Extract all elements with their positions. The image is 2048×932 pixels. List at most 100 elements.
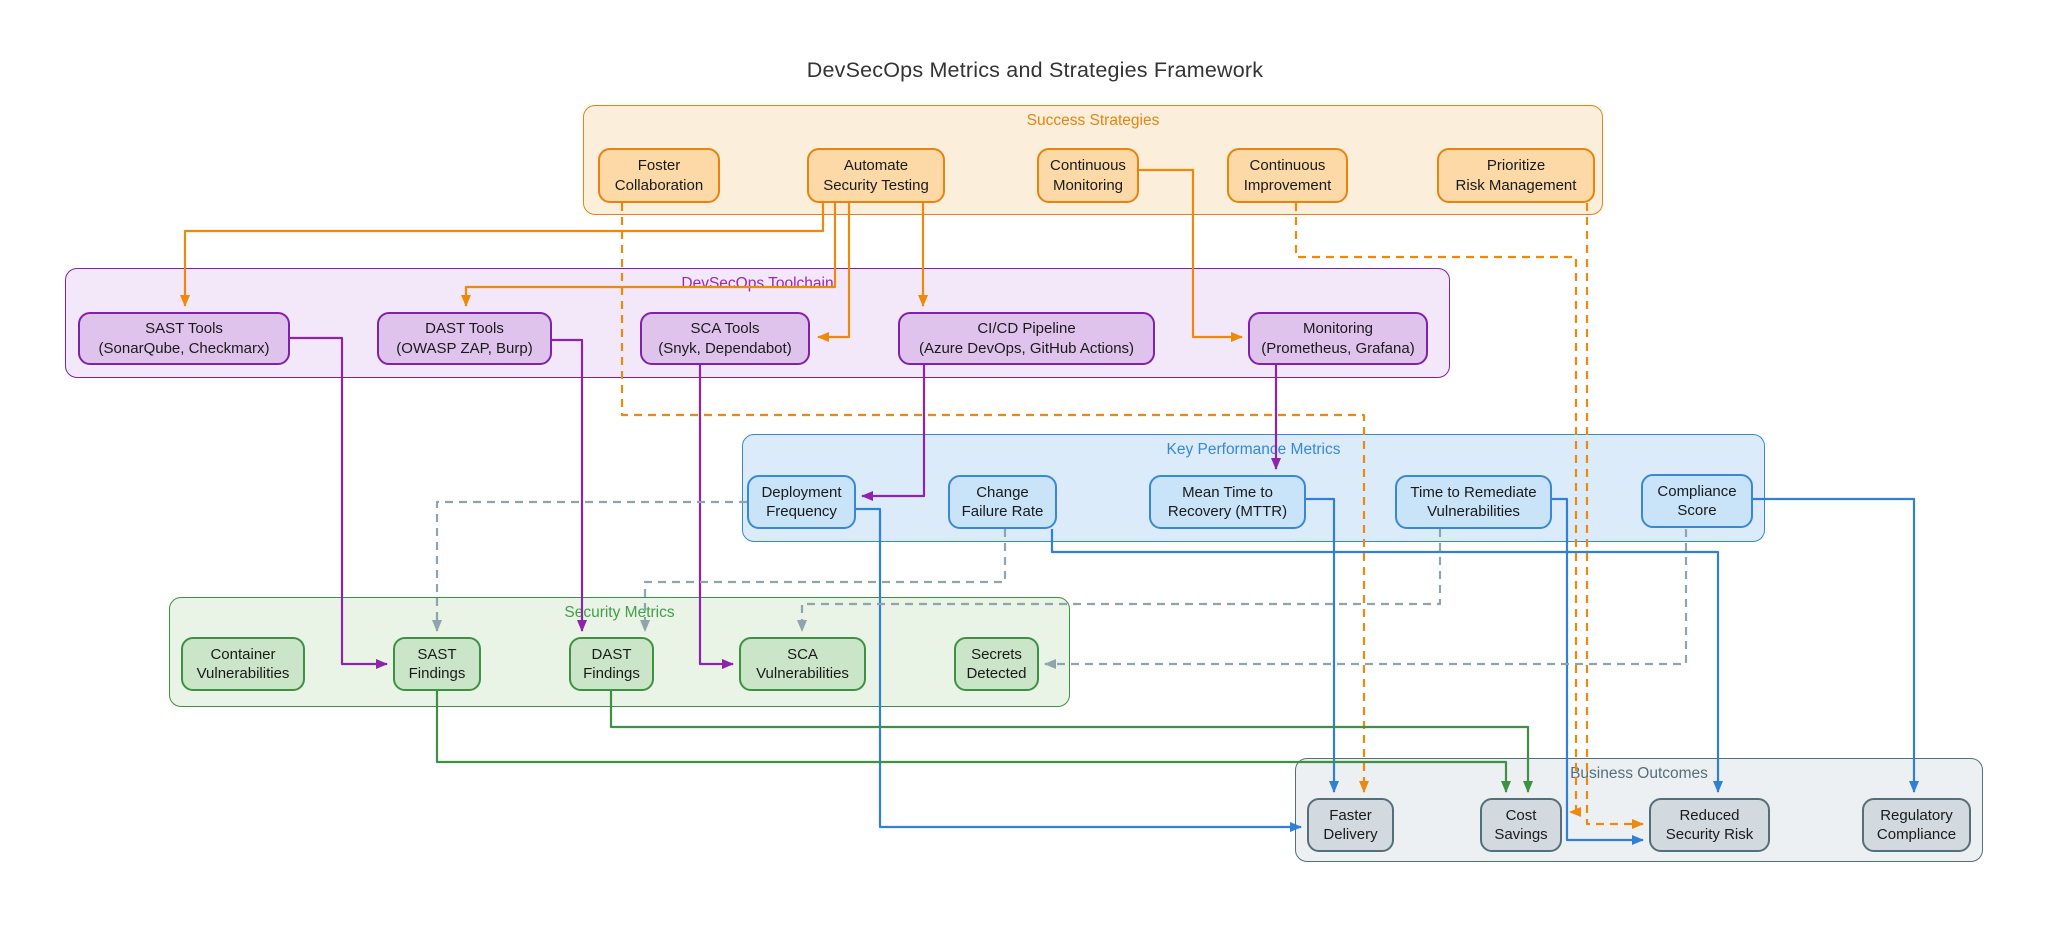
node-label-line: Time to Remediate — [1410, 483, 1537, 501]
node-sca-vulnerabilities: SCA Vulnerabilities — [739, 637, 866, 691]
node-label-line: SAST — [417, 645, 457, 663]
node-label-line: (Azure DevOps, GitHub Actions) — [918, 339, 1135, 357]
edge-ttrv-to-rsr — [1552, 497, 1644, 845]
diagram-title: DevSecOps Metrics and Strategies Framewo… — [806, 58, 1264, 82]
node-label-line: Change — [976, 483, 1029, 501]
node-label-line: Deployment — [761, 483, 842, 501]
node-dast-findings: DAST Findings — [569, 637, 654, 691]
node-label-line: Score — [1677, 502, 1717, 519]
node-label-line: Risk Management — [1455, 176, 1577, 194]
node-ci-cd-pipeline-azure-devops-github-actions: CI/CD Pipeline(Azure DevOps, GitHub Acti… — [898, 312, 1155, 365]
edge-mttr-to-fd — [1306, 497, 1339, 793]
cluster-label-business-outcomes: Business Outcomes — [1570, 765, 1708, 782]
node-label-line: Regulatory — [1880, 806, 1953, 824]
node-mean-time-to-recovery-mttr: Mean Time to Recovery (MTTR) — [1149, 475, 1306, 529]
node-label-line: Delivery — [1323, 826, 1378, 843]
node-label-line: Findings — [583, 665, 640, 682]
edge-cs-to-sd — [1044, 529, 1688, 669]
edge-ast-to-sca — [817, 203, 851, 342]
edge-cicd-to-df — [861, 365, 926, 501]
node-label-line: Vulnerabilities — [1427, 503, 1520, 520]
node-label-line: Mean Time to — [1182, 483, 1273, 501]
node-label-line: Reduced — [1679, 806, 1740, 824]
edge-ci-to-csv — [1294, 203, 1581, 817]
edge-sastf-to-csv — [435, 691, 1511, 793]
edge-df-to-fd — [856, 507, 1302, 832]
node-label-line: Vulnerabilities — [196, 665, 290, 682]
node-sast-findings: SAST Findings — [393, 637, 481, 691]
node-label-line: SCA Tools — [690, 320, 760, 338]
node-label-line: Monitoring — [1052, 176, 1124, 194]
node-label-line: Security Testing — [823, 176, 929, 194]
node-label-line: Frequency — [766, 503, 837, 520]
node-monitoring-prometheus-grafana: Monitoring(Prometheus, Grafana) — [1248, 312, 1428, 365]
node-label-line: Failure Rate — [961, 503, 1044, 520]
edge-cfr-to-rsr — [1050, 529, 1723, 793]
node-label-line: Collaboration — [614, 176, 704, 194]
edge-cs-to-rc — [1753, 497, 1919, 793]
node-label-line: Continuous — [1249, 157, 1326, 175]
node-label-line: SCA — [787, 645, 818, 663]
edge-sast-to-sastf — [290, 336, 388, 669]
node-label-line: SAST Tools — [145, 320, 223, 338]
node-label-line: Foster — [637, 157, 681, 175]
node-label-line: Improvement — [1243, 176, 1332, 194]
node-label-line: Prioritize — [1486, 157, 1546, 175]
node-label-line: CI/CD Pipeline — [977, 320, 1076, 338]
cluster-label-security-metrics: Security Metrics — [564, 604, 675, 621]
edge-dastf-to-csv — [609, 691, 1533, 793]
node-label-line: DAST — [591, 645, 632, 663]
node-label-line: Faster — [1329, 806, 1372, 824]
edge-df-to-sastf — [432, 500, 747, 632]
node-sast-tools-sonarqube-checkmarx: SAST Tools(SonarQube, Checkmarx) — [78, 312, 290, 365]
edge-cm-to-mon — [1139, 168, 1243, 342]
node-label-line: Security Risk — [1665, 826, 1754, 843]
node-label-line: Automate — [843, 157, 909, 175]
node-sca-tools-snyk-dependabot: SCA Tools(Snyk, Dependabot) — [640, 312, 810, 365]
node-label-line: Monitoring — [1302, 320, 1374, 338]
edge-cfr-to-dastf — [640, 529, 1007, 632]
edge-ast-to-dast — [461, 203, 837, 307]
node-label-line: DAST Tools — [425, 320, 504, 338]
edge-sca-to-scav — [698, 365, 734, 669]
node-label-line: (SonarQube, Checkmarx) — [98, 339, 270, 357]
node-label-line: Cost — [1505, 806, 1537, 824]
node-label-line: Vulnerabilities — [756, 665, 849, 682]
node-label-line: (Prometheus, Grafana) — [1261, 339, 1415, 357]
node-label-line: Savings — [1494, 826, 1548, 843]
node-label-line: Detected — [966, 665, 1027, 682]
cluster-label-success-strategies: Success Strategies — [1026, 112, 1160, 129]
node-label-line: Findings — [408, 665, 466, 682]
node-label-line: Compliance — [1657, 482, 1737, 500]
edge-ttrv-to-scav — [797, 529, 1442, 632]
node-label-line: Recovery (MTTR) — [1167, 503, 1288, 520]
node-label-line: Secrets — [971, 645, 1022, 663]
node-label-line: (Snyk, Dependabot) — [658, 339, 792, 357]
node-label-line: Container — [210, 645, 276, 663]
cluster-label-key-performance-metrics: Key Performance Metrics — [1166, 441, 1341, 458]
edge-dast-to-dastf — [552, 338, 587, 632]
node-label-line: (OWASP ZAP, Burp) — [396, 339, 533, 357]
node-label-line: Compliance — [1876, 826, 1957, 843]
edge-fc-to-fd — [620, 203, 1369, 793]
edge-prm-to-rsr — [1585, 203, 1644, 829]
edge-ast-to-sast — [180, 203, 825, 307]
node-label-line: Continuous — [1050, 157, 1126, 175]
